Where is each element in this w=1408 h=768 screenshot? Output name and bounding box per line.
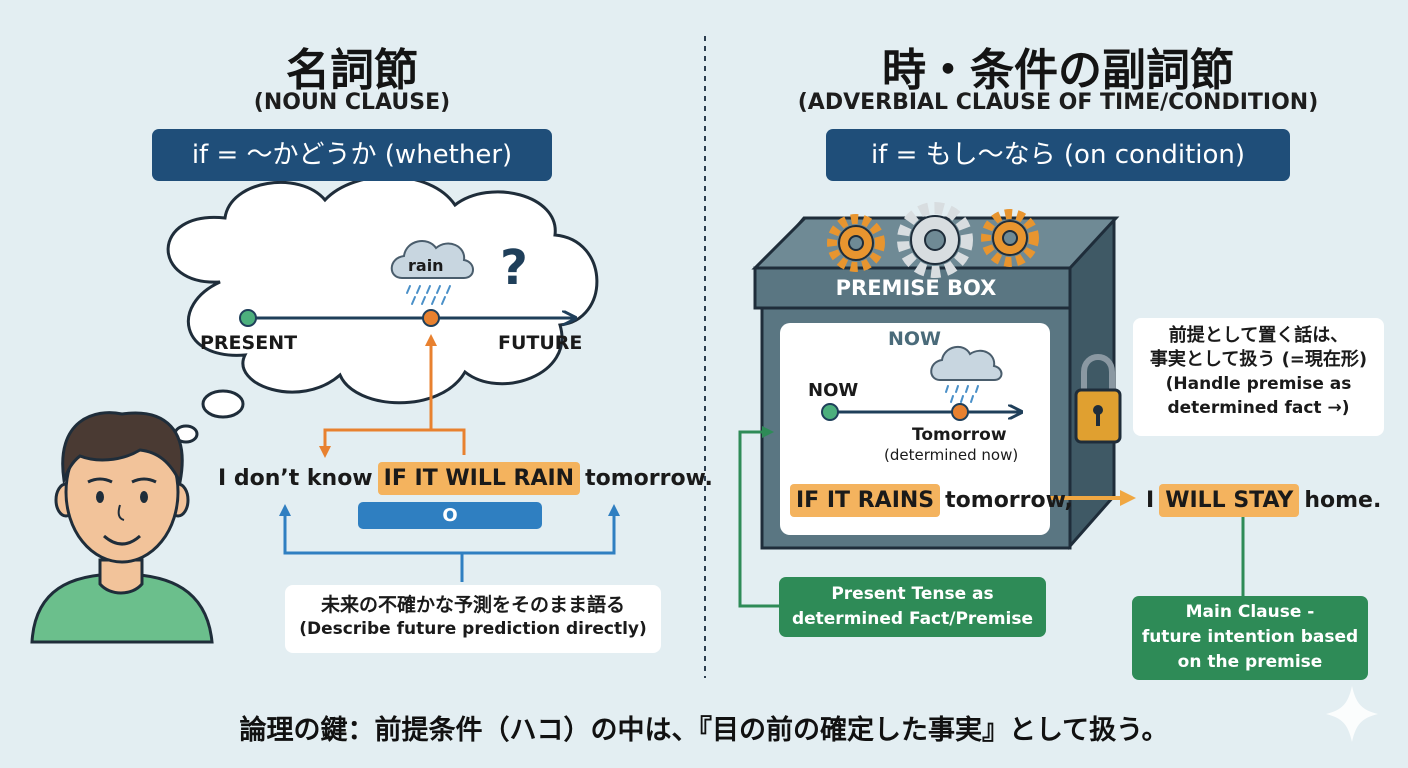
- green-box-right-line2: future intention based: [1141, 627, 1359, 647]
- orange-arrow-up: [425, 334, 466, 455]
- premise-box: [751, 216, 1120, 550]
- green-connector-left: [738, 426, 779, 608]
- right-condition: IF IT RAINS tomorrow,: [790, 484, 1073, 517]
- left-title: 名詞節: [286, 45, 418, 96]
- right-subtitle: (ADVERBIAL CLAUSE OF TIME/CONDITION): [797, 90, 1319, 115]
- green-box-left-line2: determined Fact/Premise: [791, 609, 1034, 629]
- future-label: FUTURE: [498, 332, 583, 354]
- rain-label: rain: [408, 256, 444, 275]
- green-box-right: Main Clause - future intention based on …: [1132, 596, 1368, 680]
- tomorrow-point: [951, 403, 969, 421]
- main-clause: I WILL STAY home.: [1146, 484, 1381, 517]
- left-sentence-after: tomorrow.: [585, 466, 713, 491]
- determined-label: (determined now): [884, 446, 1019, 464]
- now-top-label: NOW: [888, 328, 942, 350]
- rain-cloud-icon-small: [930, 345, 1003, 403]
- tomorrow-label: Tomorrow: [912, 425, 1007, 445]
- left-pill: if = ～かどうか (whether): [152, 129, 552, 181]
- green-box-right-line3: on the premise: [1177, 652, 1323, 672]
- now-left-label: NOW: [808, 380, 859, 401]
- right-note: 前提として置く話は、 事実として扱う (=現在形) (Handle premis…: [1133, 318, 1384, 436]
- green-box-left-line1: Present Tense as: [831, 584, 994, 604]
- main-clause-highlight: WILL STAY: [1159, 484, 1300, 517]
- right-condition-highlight: IF IT RAINS: [790, 484, 941, 517]
- person-illustration: [30, 411, 214, 644]
- main-clause-after: home.: [1304, 488, 1382, 513]
- rain-cloud-icon: [390, 240, 474, 305]
- present-point: [239, 309, 257, 327]
- object-marker: O: [358, 502, 542, 529]
- blue-arrow-right: [462, 504, 620, 555]
- gear-icon-right: [981, 209, 1039, 267]
- left-note: 未来の不確かな予測をそのまま語る (Describe future predic…: [285, 585, 661, 653]
- main-clause-before: I: [1146, 488, 1155, 513]
- right-note-line2: 事実として扱う (=現在形): [1149, 349, 1368, 370]
- gear-icon-left: [827, 214, 885, 272]
- question-mark: ?: [500, 240, 528, 296]
- premise-box-label: PREMISE BOX: [835, 276, 997, 300]
- green-box-right-line1: Main Clause -: [1185, 602, 1315, 622]
- right-condition-after: tomorrow,: [945, 488, 1073, 513]
- left-sentence-highlight: IF IT WILL RAIN: [377, 462, 581, 495]
- present-label: PRESENT: [200, 332, 298, 354]
- left-sentence-before: I don’t know: [218, 466, 373, 491]
- left-sentence: I don’t know IF IT WILL RAIN tomorrow.: [218, 462, 713, 495]
- gear-icon-center: [897, 202, 973, 278]
- right-pill: if = もし～なら (on condition): [826, 129, 1290, 181]
- right-note-line4: determined fact →): [1167, 398, 1350, 418]
- right-note-line3: (Handle premise as: [1165, 374, 1352, 394]
- orange-arrow-down: [319, 428, 431, 458]
- left-note-line2: (Describe future prediction directly): [299, 619, 647, 639]
- future-point: [422, 309, 440, 327]
- green-box-left: Present Tense as determined Fact/Premise: [779, 577, 1046, 637]
- now-point: [821, 403, 839, 421]
- padlock-icon: [1074, 354, 1122, 444]
- right-note-line1: 前提として置く話は、: [1168, 325, 1349, 346]
- right-title: 時・条件の副詞節: [882, 45, 1234, 96]
- thought-cloud: [166, 175, 599, 444]
- blue-arrow-left: [279, 504, 464, 582]
- sparkle-icon: [1326, 686, 1378, 742]
- footer-caption: 論理の鍵：前提条件（ハコ）の中は、『目の前の確定した事実』として扱う。: [239, 715, 1169, 746]
- left-subtitle: (NOUN CLAUSE): [253, 90, 451, 115]
- left-note-line1: 未来の不確かな予測をそのまま語る: [320, 594, 625, 616]
